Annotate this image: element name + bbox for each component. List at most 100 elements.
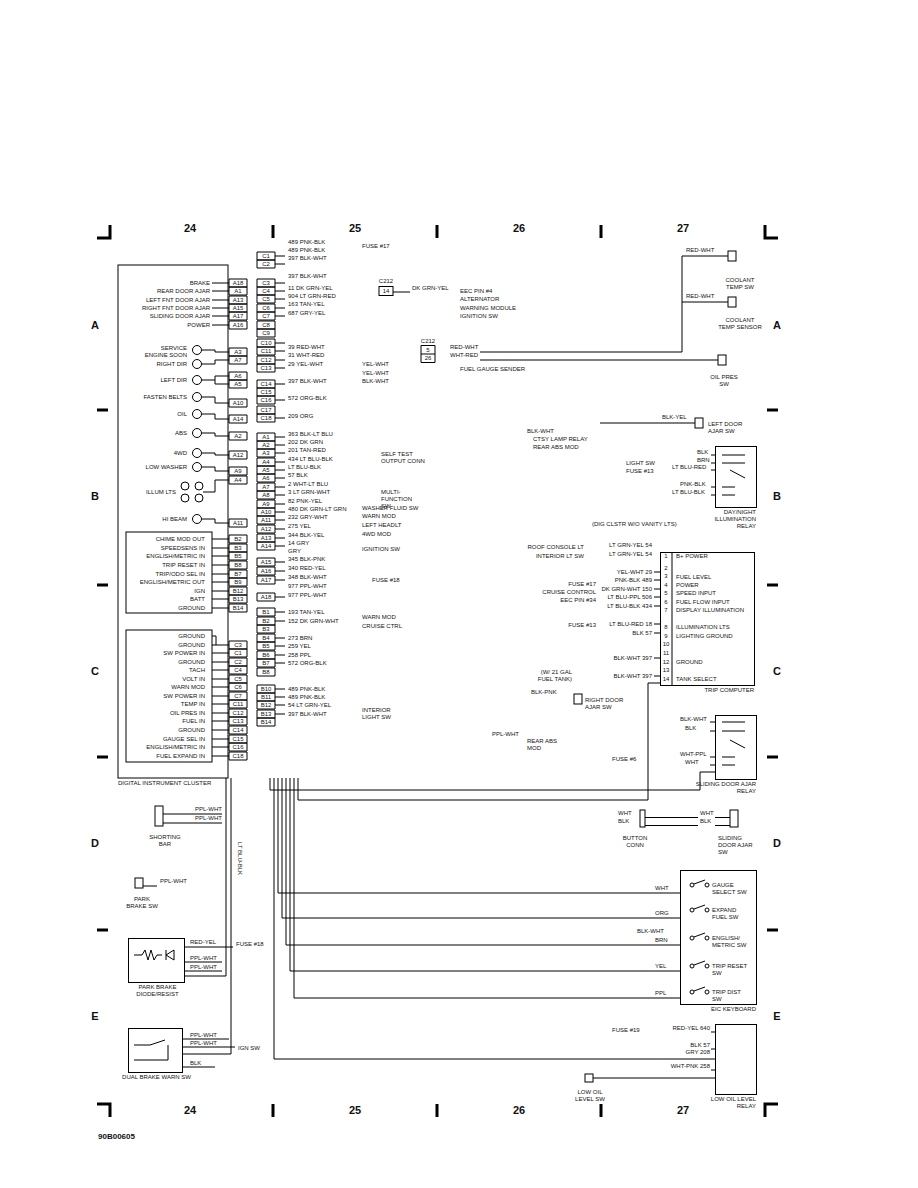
grid-tick [97, 225, 778, 1117]
wire-label: GROUND [178, 605, 205, 612]
wire-label: RED-WHT [686, 247, 714, 254]
wire-label: LT BLU-PPL 506 [607, 594, 652, 601]
inline-connector [379, 287, 393, 296]
wire-label: FUSE #18 [372, 577, 400, 584]
wire-label: PPL-WHT [160, 878, 187, 885]
wire-label: SPEEDSENS IN [161, 545, 205, 552]
wire-label: 54 LT GRN-YEL [288, 702, 331, 709]
wire-connector [270, 772, 715, 790]
wire-label: A1 [262, 434, 269, 441]
wire-label: REAR ABS MOD [527, 738, 557, 752]
wire-label: BLK [618, 818, 629, 825]
wire-label: REAR DOOR AJAR [157, 288, 210, 295]
wire-label: B3 [262, 626, 269, 633]
cluster-section [126, 630, 212, 762]
wire-label: B12 [261, 702, 272, 709]
wire-label: C12 [232, 710, 243, 717]
wire-label: BLK-WHT 397 [613, 655, 652, 662]
wire-label: 4WD MOD [362, 531, 391, 538]
wire-label: WHT-RED [450, 352, 478, 359]
cluster-section [126, 532, 212, 613]
wire-label: LEFT DOOR AJAR SW [708, 421, 748, 435]
wire-label: ROOF CONSOLE LT [527, 544, 584, 551]
wire-label: BRN [655, 937, 668, 944]
wire-label: PPL [655, 990, 666, 997]
wire-label: 5 [664, 590, 667, 597]
wire-label: A9 [234, 468, 241, 475]
wire-label: 480 DK GRN-LT GRN [288, 506, 346, 513]
grid-reference: 26 [513, 222, 525, 235]
wire-label: 977 PPL-WHT [288, 592, 327, 599]
wire-label: C6 [262, 305, 270, 312]
wire-label: ENGLISH/METRIC IN [146, 744, 205, 751]
wire-label: 12 [663, 659, 670, 666]
wire-label: OIL PRES SW [709, 374, 739, 388]
wire-label: WHT-PPL [680, 751, 707, 758]
frame-corner [97, 225, 778, 1117]
wire-label: DK GRN-WHT 150 [601, 586, 652, 593]
grid-reference: 25 [349, 1104, 361, 1117]
wire-label: C11 [261, 348, 272, 355]
wire-label: C5 [262, 296, 270, 303]
wire-label: IGNITION SW [460, 313, 498, 320]
wire-label: B1 [262, 609, 269, 616]
wire-label: 10 [663, 641, 670, 648]
wire-connector [290, 778, 680, 971]
wire-label: PPL-WHT [190, 1032, 217, 1039]
wire-label: 14 [383, 288, 390, 295]
wire-label: WARN MOD [362, 513, 396, 520]
wire-connector [183, 778, 231, 1054]
wire-label: RIGHT FNT DOOR AJAR [142, 305, 210, 312]
component-name: PARK BRAKE DIODE/RESIST [123, 984, 193, 998]
wire-label: A17 [233, 313, 244, 320]
wire-label: YEL-WHT 29 [617, 569, 652, 576]
wire-label: 572 ORG-BLK [288, 395, 327, 402]
wire-label: C14 [260, 381, 271, 388]
wire-label: B2 [234, 536, 241, 543]
wire-label: RIGHT DIR [156, 361, 187, 368]
wire-label: C17 [260, 407, 271, 414]
wire-label: A15 [261, 559, 272, 566]
wire-label: CHIME MOD OUT [156, 536, 205, 543]
wire-label: A2 [234, 433, 241, 440]
wire-label: 489 PNK-BLK [288, 247, 325, 254]
wire-connector [286, 778, 680, 945]
wire-label: C212 [421, 338, 435, 345]
wire-label: C5 [234, 676, 242, 683]
wire-label: RIGHT DOOR AJAR SW [585, 697, 625, 711]
wire-label: PNK-BLK 489 [615, 577, 652, 584]
grid-reference: 24 [184, 222, 196, 235]
wire-label: ORG [655, 910, 669, 917]
wire-label: A10 [233, 400, 244, 407]
wire-label: A8 [262, 492, 269, 499]
wire-label: A17 [261, 577, 272, 584]
wire-label: GROUND [178, 642, 205, 649]
wire-label: A6 [234, 373, 241, 380]
wire-label: 163 TAN-YEL [288, 301, 324, 308]
wire [393, 256, 728, 423]
wire-label: BLK [190, 1060, 201, 1067]
coolant-temp-switch [728, 251, 736, 261]
wire-label: B8 [234, 562, 241, 569]
wire-label: 397 BLK-WHT [288, 273, 327, 280]
wire-label: SELF TEST OUTPUT CONN [381, 451, 426, 465]
wire-label: PPL-WHT [195, 815, 222, 822]
wire-label: 11 [663, 650, 669, 657]
wire-label: DK GRN-YEL [412, 285, 449, 292]
inline-connector [421, 346, 435, 363]
diode-resistor-symbol [134, 950, 174, 960]
wire-label: WARNING MODULE [460, 305, 516, 312]
wire-label: C1 [262, 253, 270, 260]
wire-label: C3 [262, 280, 270, 287]
wire-label: BATT [190, 596, 205, 603]
wire-label: 4 [664, 582, 667, 589]
wire-label: IGNITION SW [362, 546, 400, 553]
wire-label: C7 [262, 313, 270, 320]
wire-label: C14 [232, 727, 243, 734]
wire-label: INTERIOR LIGHT SW [362, 707, 402, 721]
wire-label: TRIP/ODO SEL IN [156, 571, 205, 578]
wire-label: C12 [260, 357, 271, 364]
wire-label: B14 [233, 605, 244, 612]
wire-label: ENGLISH/ METRIC SW [712, 935, 752, 949]
